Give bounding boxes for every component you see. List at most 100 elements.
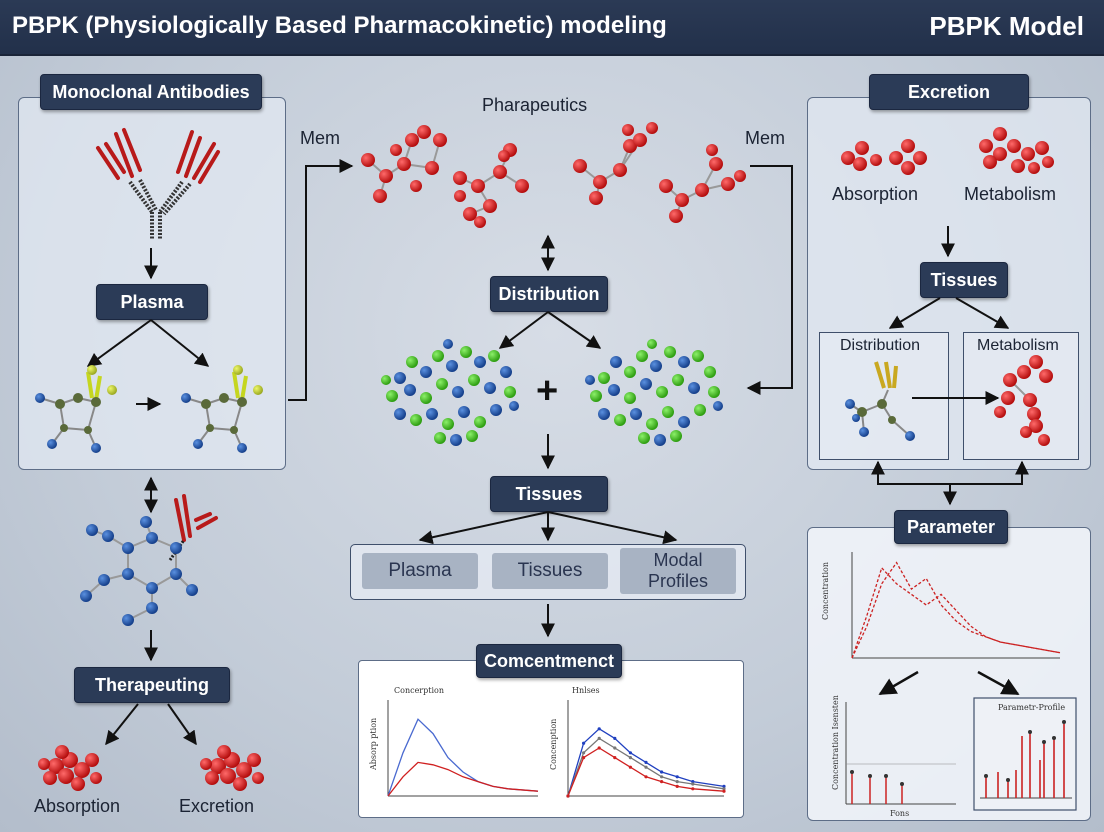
data-point (613, 746, 617, 750)
bars-xlabel: Fons (890, 809, 909, 818)
tissues-node-center: Tissues (490, 476, 608, 512)
arrow (167, 703, 197, 746)
red-cluster-icon (889, 139, 927, 175)
mem-label-left: Mem (300, 128, 340, 148)
red-molecule-icon (361, 125, 447, 203)
arrow (86, 319, 152, 367)
ring-molecule-icon (80, 494, 218, 626)
distribution-node: Distribution (490, 276, 608, 312)
header-bar: PBPK (Physiologically Based Pharmacokine… (0, 0, 1104, 56)
series-line-2 (387, 761, 539, 797)
tissues-node-right: Tissues (920, 262, 1008, 298)
data-point (566, 794, 570, 798)
chart-right-title: Hnlses (572, 686, 600, 695)
page-title: PBPK (Physiologically Based Pharmacokine… (12, 12, 667, 39)
pharapeutics-label: Pharapeutics (482, 95, 588, 115)
data-point (582, 751, 586, 755)
chart-right-ylabel: Concenption (549, 719, 558, 770)
red-molecule-icon (659, 144, 746, 223)
feedback-arrow (871, 460, 1029, 485)
concentration-chart-left (387, 700, 539, 797)
protein-cluster-icon (585, 339, 723, 446)
series-line-1 (851, 561, 1061, 659)
arrow (498, 311, 549, 349)
arrow (547, 511, 678, 545)
data-point (675, 784, 679, 789)
distribution-label-right: Distribution (840, 337, 921, 354)
series-line-3 (567, 747, 725, 797)
arrow (878, 670, 919, 696)
data-point (613, 756, 617, 760)
concentment-node: Comcentmenct (476, 644, 622, 678)
excretion-node-right: Excretion (869, 74, 1029, 110)
parameter-chart (851, 552, 1061, 659)
arrow (888, 297, 941, 329)
red-cluster-icon (200, 745, 264, 791)
parameter-profile-box (973, 697, 1077, 811)
arrow (746, 165, 793, 395)
data-point (691, 787, 695, 791)
data-point (660, 775, 664, 779)
small-molecule-icon (181, 365, 263, 453)
excretion-label-left: Excretion (179, 796, 255, 816)
plasma-node: Plasma (96, 284, 208, 320)
data-point (628, 756, 633, 760)
distribution-box (819, 332, 949, 460)
arrow (955, 297, 1010, 329)
arrow (288, 159, 354, 401)
data-point (644, 775, 648, 779)
red-molecule-icon (573, 122, 658, 205)
data-point (660, 780, 664, 784)
red-cluster-icon (841, 141, 882, 171)
chart-left-ylabel: Absorp ption (369, 718, 378, 771)
series-line-1 (567, 727, 725, 797)
parameter-node: Parameter (894, 510, 1008, 544)
metabolism-label-right: Metabolism (964, 184, 1057, 204)
data-point (597, 736, 601, 741)
data-point (628, 751, 633, 755)
arrow (977, 670, 1020, 696)
metabolism-box (963, 332, 1079, 460)
parameter-profile-bars (980, 720, 1072, 799)
data-point (582, 756, 586, 760)
data-point (628, 765, 633, 769)
data-point (582, 741, 586, 745)
arrow (547, 311, 602, 349)
concentration-chart-right (566, 700, 726, 798)
data-point (722, 787, 726, 791)
absorption-label-left: Absorption (34, 796, 121, 816)
data-point (691, 780, 695, 784)
compartment-modal-profiles: Modal Profiles (620, 548, 736, 594)
series-line-2 (567, 737, 725, 797)
red-molecule-icon (453, 143, 529, 228)
parameter-bars-left (845, 702, 956, 805)
protein-cluster-icon (381, 339, 519, 446)
profile-title: Parametr-Profile (998, 703, 1065, 712)
data-point (722, 784, 726, 789)
data-point (613, 736, 617, 741)
data-point (644, 760, 648, 765)
mem-label-right: Mem (745, 128, 785, 148)
parameter-chart-ylabel: Concentration (821, 562, 830, 620)
series-line-1 (387, 718, 539, 797)
data-point (644, 765, 648, 769)
small-molecule-icon (845, 361, 915, 441)
compartment-plasma: Plasma (362, 553, 478, 589)
monoclonal-antibodies-label: Monoclonal Antibodies (40, 74, 262, 110)
absorption-label-right: Absorption (832, 184, 919, 204)
red-cluster-icon (38, 745, 102, 791)
data-point (660, 770, 664, 774)
bars-ylabel: Concentration Isensten (831, 695, 840, 790)
data-point (691, 782, 695, 786)
small-molecule-icon (35, 365, 117, 453)
data-point (597, 727, 601, 731)
series-line-2 (851, 566, 1061, 659)
therapeuting-node: Therapeuting (74, 667, 230, 703)
brand-title: PBPK Model (929, 11, 1084, 41)
data-point (597, 746, 601, 750)
data-point (675, 780, 679, 784)
data-point (722, 789, 726, 793)
chart-left-title: Concerption (394, 686, 444, 695)
data-point (675, 775, 679, 779)
